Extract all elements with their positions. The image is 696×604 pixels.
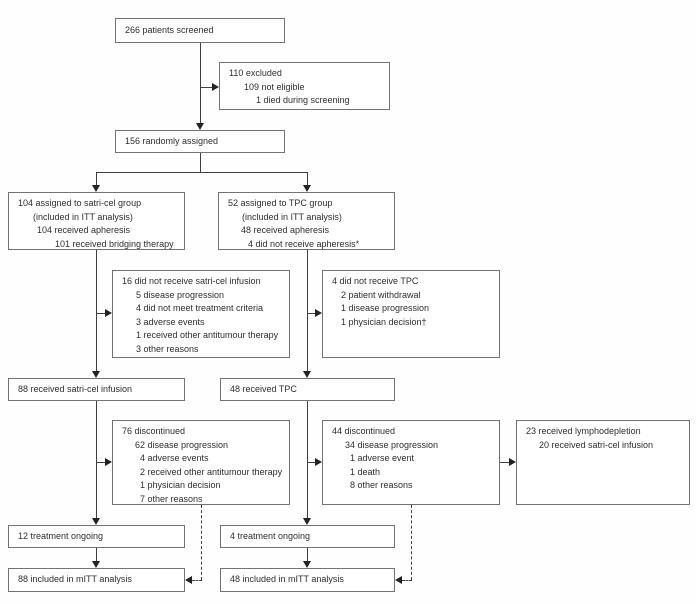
connector-branch-to-tpc-not-received xyxy=(307,313,315,314)
flow-box-text-line: 44 discontinued xyxy=(332,426,396,436)
arrowhead-into-tpc-mitt xyxy=(303,561,311,568)
flow-box-text-line: 23 received lymphodepletion xyxy=(526,426,641,436)
flow-box-text-line: 4 did not meet treatment criteria xyxy=(136,303,264,313)
connector-randomized-stem xyxy=(200,153,201,172)
arrowhead-into-tpc-discontinued xyxy=(315,458,322,466)
arrowhead-into-satricel-group xyxy=(92,185,100,192)
flow-box-text-line: 104 received apheresis xyxy=(37,225,131,235)
box-tpc-received: 48 received TPC xyxy=(220,378,395,401)
connector-tpc-discontinued-to-lymphodepletion xyxy=(500,462,509,463)
arrowhead-into-excluded xyxy=(212,83,219,91)
flow-box-text-line: 48 received apheresis xyxy=(241,225,330,235)
box-satricel-discontinued: 76 discontinued 62 disease progression 4 a… xyxy=(112,420,290,505)
flow-box-text-line: 88 received satri-cel infusion xyxy=(18,384,133,394)
flow-box-text-line: 34 disease progression xyxy=(345,439,439,450)
arrowhead-into-satricel-not-infused xyxy=(105,309,112,317)
connector-tpc-received-to-ongoing xyxy=(307,401,308,518)
flow-box-text-line: 2 received other antitumour therapy xyxy=(140,466,283,477)
flow-box-text-line: 16 did not receive satri-cel infusion xyxy=(122,276,261,286)
flow-box-text-line: 4 did not receive apheresis* xyxy=(248,238,360,249)
flow-box-text-line: 1 physician decision† xyxy=(341,316,427,327)
flow-box-text-line: 4 treatment ongoing xyxy=(230,531,311,541)
flow-box-text-line: 4 adverse events xyxy=(140,453,209,463)
flow-box-text-line: 1 received other antitumour therapy xyxy=(136,330,279,340)
connector-tpc-group-to-received xyxy=(307,250,308,371)
box-satricel-not-infused: 16 did not receive satri-cel infusion 5 d… xyxy=(112,270,290,358)
arrowhead-into-satricel-mitt xyxy=(92,561,100,568)
box-tpc-ongoing: 4 treatment ongoing xyxy=(220,525,395,548)
flow-box-text-line: 7 other reasons xyxy=(140,493,203,504)
arrowhead-into-satricel-discontinued xyxy=(105,458,112,466)
arrowhead-into-satricel-infused xyxy=(92,371,100,378)
arrowhead-into-randomized xyxy=(196,123,204,130)
flow-box-text-line: 1 death xyxy=(350,466,381,477)
flow-box-text-line: 156 randomly assigned xyxy=(125,136,219,146)
connector-branch-to-tpc-discontinued xyxy=(307,462,315,463)
flow-box-text-line: (included in ITT analysis) xyxy=(33,211,133,222)
flow-box-text-line: (included in ITT analysis) xyxy=(242,211,342,222)
dashed-connector-tpc-discontinued-to-mitt-vertical xyxy=(411,505,412,580)
box-satricel-ongoing: 12 treatment ongoing xyxy=(8,525,185,548)
flow-box-text-line: 1 disease progression xyxy=(341,303,430,313)
flow-box-text-line: 266 patients screened xyxy=(125,25,214,35)
connector-split-to-tpc-group xyxy=(307,172,308,185)
box-satricel-group: 104 assigned to satri-cel group (included… xyxy=(8,192,185,250)
flow-box-text-line: 110 excluded xyxy=(229,68,282,78)
flow-box-text-line: 4 did not receive TPC xyxy=(332,276,419,286)
box-lymphodepletion: 23 received lymphodepletion 20 received s… xyxy=(516,420,690,505)
arrowhead-dashed-into-tpc-mitt xyxy=(395,576,402,584)
connector-randomization-split xyxy=(96,172,308,173)
flow-box-text-line: 109 not eligible xyxy=(244,81,305,92)
flow-box-text-line: 88 included in mITT analysis xyxy=(18,574,132,584)
arrowhead-into-tpc-not-received xyxy=(315,309,322,317)
flow-box-text-line: 8 other reasons xyxy=(350,480,413,490)
flow-box-text-line: 52 assigned to TPC group xyxy=(228,198,333,208)
connector-screened-to-randomized xyxy=(200,43,201,123)
flow-box-text-line: 1 adverse event xyxy=(350,453,415,463)
flow-box-text-line: 104 assigned to satri-cel group xyxy=(18,198,142,208)
dashed-connector-satricel-discontinued-to-mitt-horizontal xyxy=(192,580,202,581)
flow-box-text-line: 101 received bridging therapy xyxy=(55,238,174,249)
box-tpc-discontinued: 44 discontinued 34 disease progression 1 a… xyxy=(322,420,500,505)
arrowhead-into-tpc-ongoing xyxy=(303,518,311,525)
box-randomized: 156 randomly assigned xyxy=(115,130,285,153)
connector-branch-to-satricel-not-infused xyxy=(96,313,105,314)
box-screened: 266 patients screened xyxy=(115,18,285,43)
flow-box-text-line: 1 physician decision xyxy=(140,480,221,490)
flow-box-text-line: 48 received TPC xyxy=(230,384,297,394)
dashed-connector-tpc-discontinued-to-mitt-horizontal xyxy=(402,580,412,581)
flow-box-text-line: 12 treatment ongoing xyxy=(18,531,104,541)
box-tpc-not-received: 4 did not receive TPC 2 patient withdrawa… xyxy=(322,270,500,358)
flow-box-text-line: 2 patient withdrawal xyxy=(341,289,421,300)
flow-box-text-line: 20 received satri-cel infusion xyxy=(539,439,654,450)
flow-box-text-line: 1 died during screening xyxy=(256,95,350,105)
box-satricel-mitt: 88 included in mITT analysis xyxy=(8,568,185,592)
box-satricel-infused: 88 received satri-cel infusion xyxy=(8,378,185,401)
connector-satricel-ongoing-to-mitt xyxy=(96,548,97,561)
connector-satricel-group-to-infused xyxy=(96,250,97,371)
arrowhead-into-satricel-ongoing xyxy=(92,518,100,525)
connector-split-to-satricel-group xyxy=(96,172,97,185)
connector-tpc-ongoing-to-mitt xyxy=(307,548,308,561)
box-tpc-mitt: 48 included in mITT analysis xyxy=(220,568,395,592)
dashed-connector-satricel-discontinued-to-mitt-vertical xyxy=(201,505,202,580)
connector-branch-to-satricel-discontinued xyxy=(96,462,105,463)
box-excluded: 110 excluded 109 not eligible 1 died durin… xyxy=(219,62,390,110)
flow-box-text-line: 62 disease progression xyxy=(135,439,229,450)
arrowhead-into-lymphodepletion xyxy=(509,458,516,466)
flow-box-text-line: 3 other reasons xyxy=(136,343,199,354)
arrowhead-into-tpc-received xyxy=(303,371,311,378)
arrowhead-into-tpc-group xyxy=(303,185,311,192)
flow-box-text-line: 3 adverse events xyxy=(136,316,205,327)
connector-branch-to-excluded xyxy=(200,87,212,88)
connector-satricel-infused-to-ongoing xyxy=(96,401,97,518)
flow-box-text-line: 5 disease progression xyxy=(136,289,225,300)
arrowhead-dashed-into-satricel-mitt xyxy=(185,576,192,584)
flow-box-text-line: 76 discontinued xyxy=(122,426,186,436)
flow-box-text-line: 48 included in mITT analysis xyxy=(230,574,344,584)
box-tpc-group: 52 assigned to TPC group (included in ITT… xyxy=(218,192,395,250)
